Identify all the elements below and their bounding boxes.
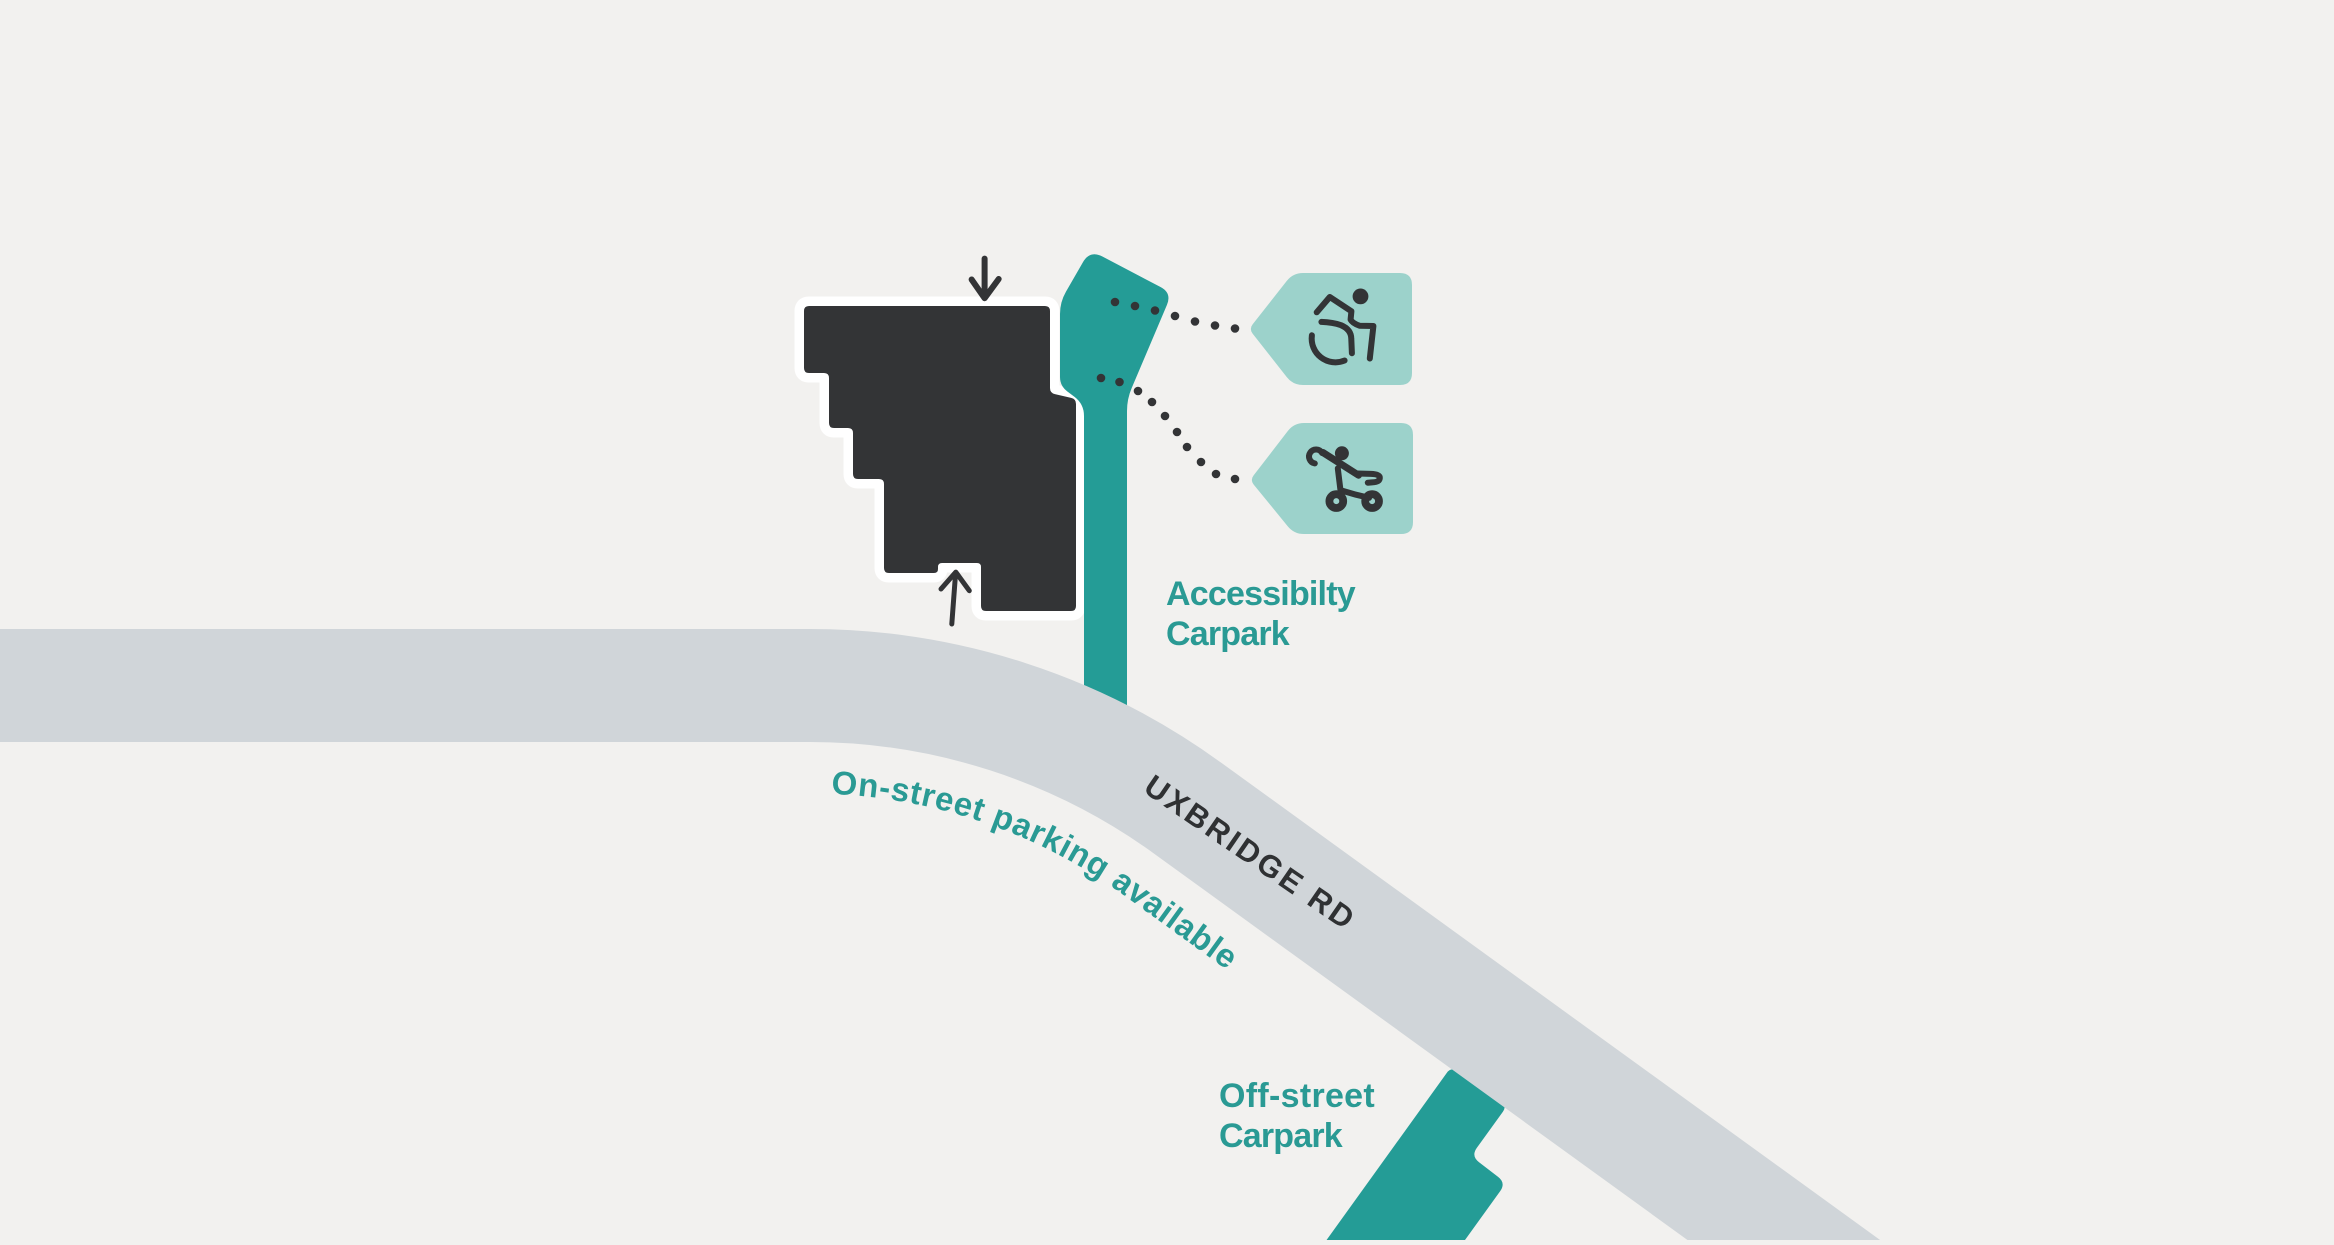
svg-text:Carpark: Carpark [1166, 615, 1290, 653]
svg-text:Accessibilty: Accessibilty [1166, 575, 1356, 613]
svg-text:Off-street: Off-street [1219, 1077, 1375, 1115]
svg-text:Carpark: Carpark [1219, 1117, 1343, 1155]
